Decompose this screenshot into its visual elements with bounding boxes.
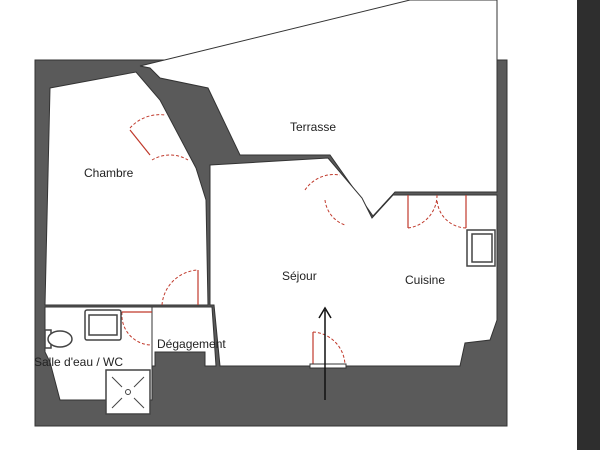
door-sejour-terrasse bbox=[304, 174, 346, 226]
label-terrasse: Terrasse bbox=[290, 120, 336, 134]
door-salle-eau bbox=[121, 311, 153, 346]
room-chambre bbox=[44, 71, 209, 306]
room-sejour-cuisine bbox=[209, 157, 498, 367]
toilet-icon bbox=[44, 329, 73, 349]
label-degagement: Dégagement bbox=[157, 337, 226, 351]
label-sejour: Séjour bbox=[282, 269, 317, 283]
sink-icon bbox=[84, 309, 122, 341]
door-chambre-sejour bbox=[161, 269, 199, 306]
label-salle-eau: Salle d'eau / WC bbox=[34, 355, 123, 369]
door-entrance bbox=[309, 331, 347, 369]
entrance-arrow-icon bbox=[318, 306, 332, 400]
label-chambre: Chambre bbox=[84, 166, 134, 180]
door-cuisine-terrasse bbox=[407, 194, 467, 229]
shower-icon bbox=[105, 369, 151, 415]
door-chambre-terrasse bbox=[129, 114, 189, 161]
kitchen-sink-icon bbox=[466, 229, 496, 267]
dark-side-panel bbox=[577, 0, 600, 450]
label-cuisine: Cuisine bbox=[405, 273, 445, 287]
